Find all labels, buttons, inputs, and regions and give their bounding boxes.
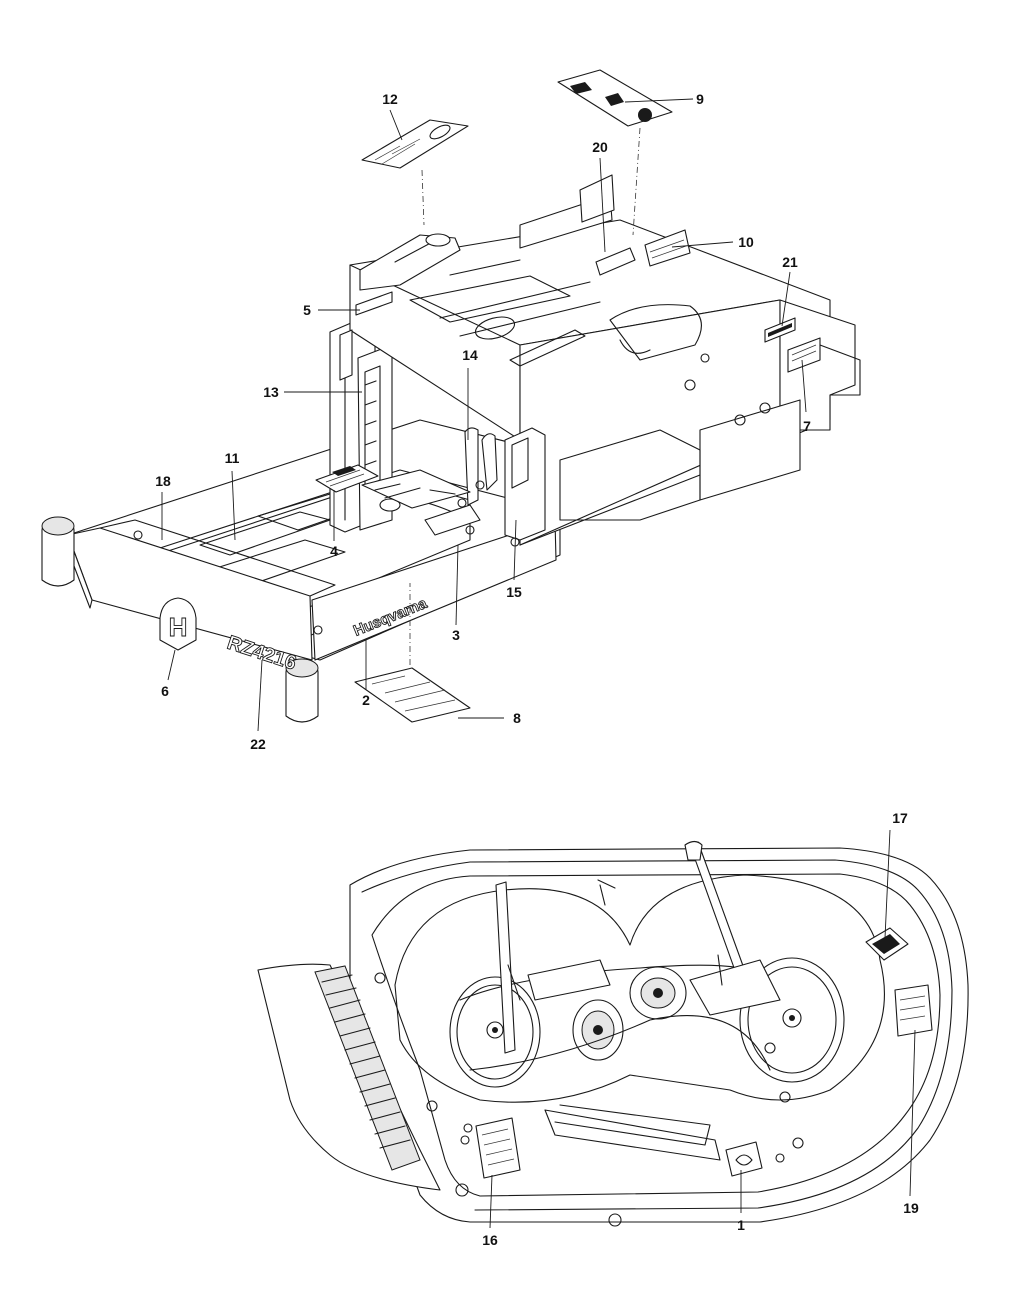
callout-17: 17 [892, 810, 908, 826]
callout-8: 8 [513, 710, 521, 726]
logo-letter: H [169, 612, 188, 642]
callout-19: 19 [903, 1200, 919, 1216]
callout-22: 22 [250, 736, 266, 752]
callout-labels: 1 2 3 4 5 6 7 8 9 10 11 12 13 14 15 16 1… [155, 91, 919, 1248]
callout-5: 5 [303, 302, 311, 318]
callout-15: 15 [506, 584, 522, 600]
exploded-decal-9 [557, 69, 673, 236]
callout-18: 18 [155, 473, 171, 489]
control-levers [379, 427, 498, 521]
callout-13: 13 [263, 384, 279, 400]
callout-6: 6 [161, 683, 169, 699]
callout-10: 10 [738, 234, 754, 250]
left-blade-spindle [449, 976, 541, 1088]
mower-deck-assembly [257, 840, 969, 1227]
callout-3: 3 [452, 627, 460, 643]
leader-lines [161, 98, 916, 1229]
chassis-assembly [41, 174, 861, 723]
callout-11: 11 [225, 450, 240, 466]
exploded-decal-12 [361, 119, 469, 226]
left-caster-wheel [41, 516, 75, 587]
discharge-chute [257, 963, 441, 1191]
callout-7: 7 [803, 418, 811, 434]
callout-1: 1 [737, 1217, 745, 1233]
callout-2: 2 [362, 692, 370, 708]
deck-decals [475, 927, 933, 1179]
bumper-logo-decal: H [159, 597, 197, 651]
exploded-decal-8 [354, 583, 471, 723]
callout-20: 20 [592, 139, 608, 155]
callout-12: 12 [382, 91, 398, 107]
callout-16: 16 [482, 1232, 498, 1248]
floor-warning-decal [315, 464, 379, 493]
center-pulley [572, 999, 624, 1061]
callout-4: 4 [330, 543, 338, 559]
callout-9: 9 [696, 91, 704, 107]
right-caster-wheel [285, 658, 319, 723]
callout-21: 21 [782, 254, 798, 270]
callout-14: 14 [462, 347, 478, 363]
idler-pulley [629, 966, 687, 1020]
